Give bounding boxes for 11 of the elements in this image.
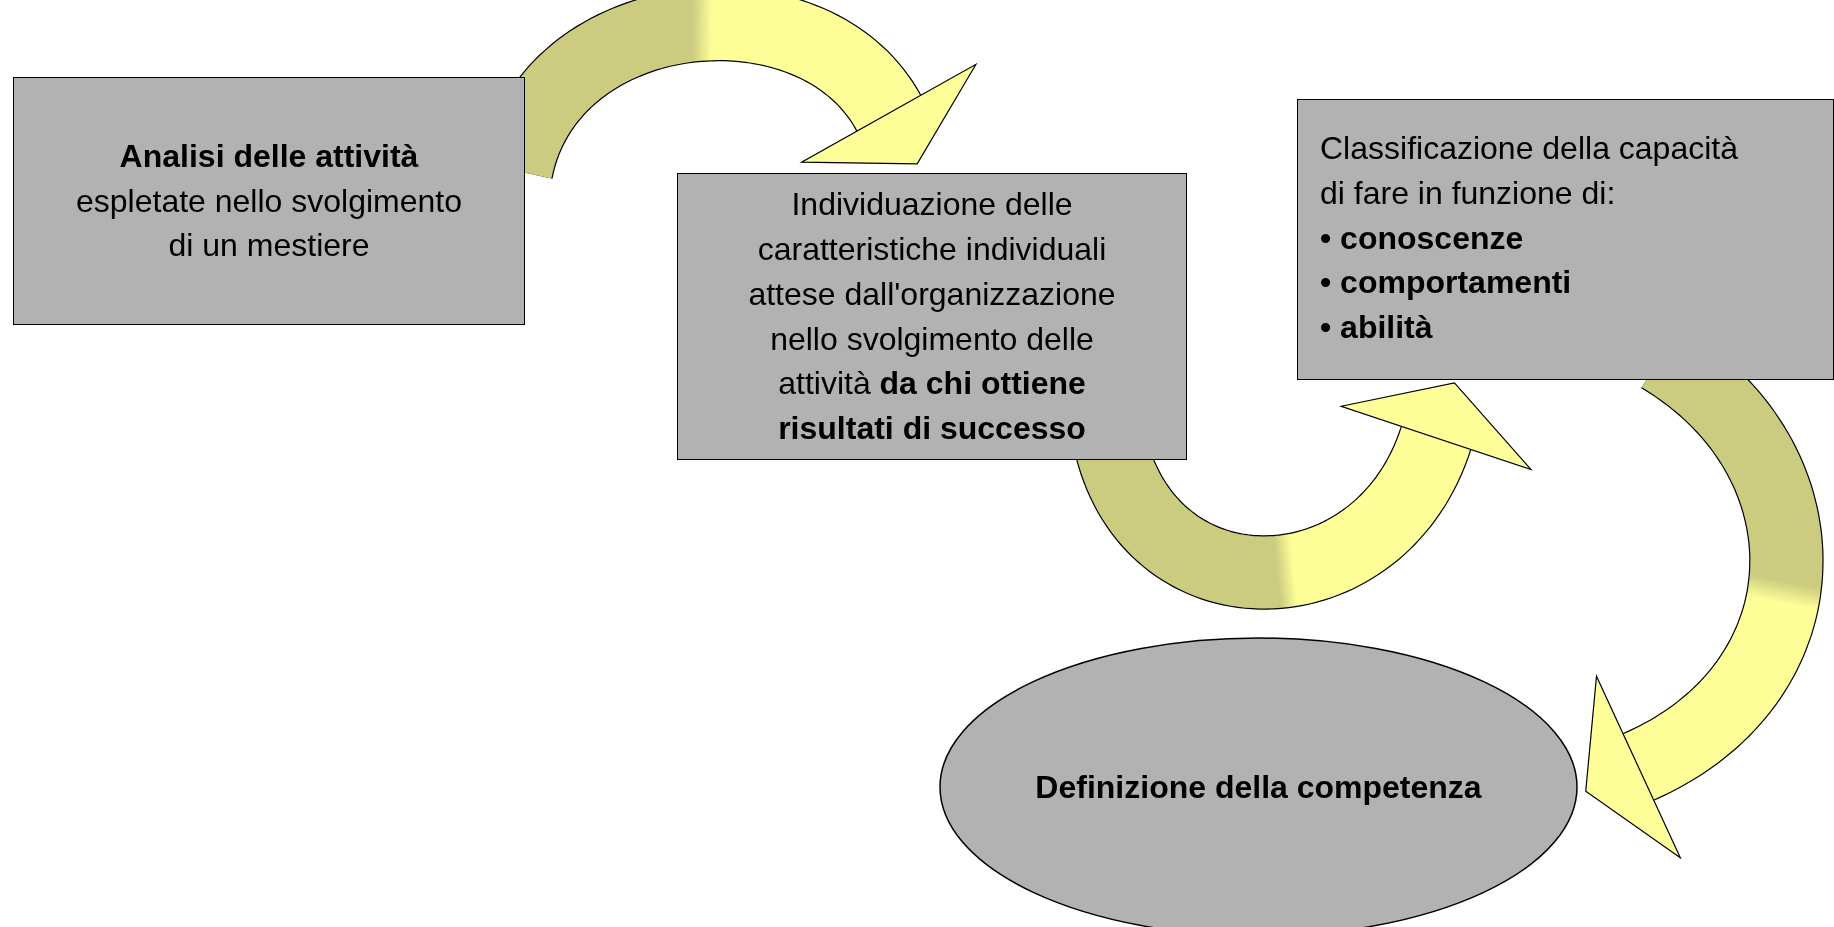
- description: Individuazione delle caratteristiche individuali attese dall'organizzazione nello svolgimento delle attività da chi ottiene risultati di successo: [747, 185, 1117, 449]
- bullet-item: • abilità: [1320, 308, 1434, 348]
- bullet-item: • conoscenze: [1320, 218, 1525, 258]
- label: Definizione della competenza: [1034, 767, 1483, 807]
- heading: Classificazione della capacità di fare in funzione di:: [1320, 129, 1739, 213]
- process-box: [677, 173, 1187, 460]
- bullet-item: • comportamenti: [1320, 263, 1573, 303]
- heading: Analisi delle attività: [118, 136, 420, 176]
- description: espletate nello svolgimento di un mestiere: [75, 181, 463, 266]
- process-box: [13, 77, 525, 325]
- process-box: [1297, 99, 1834, 380]
